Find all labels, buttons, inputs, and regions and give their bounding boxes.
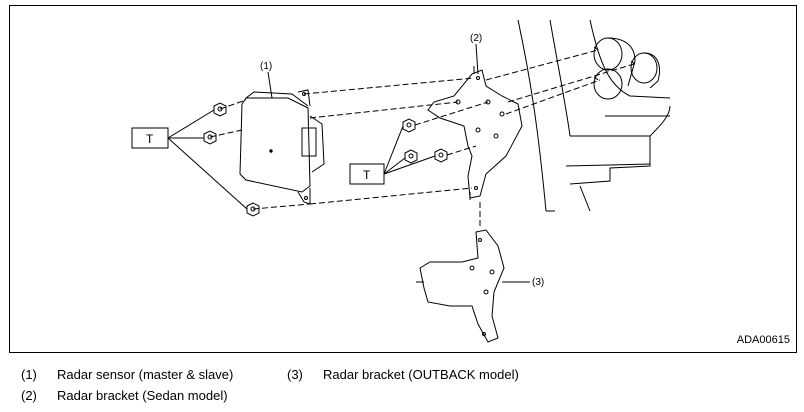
legend-text: Radar bracket (Sedan model)	[57, 388, 228, 403]
legend-number: (1)	[21, 367, 37, 382]
callout-outback-bracket: (3)	[532, 277, 544, 288]
outback-radar-bracket	[416, 229, 505, 343]
callout-sensor: (1)	[260, 61, 272, 72]
vehicle-body-panel	[517, 19, 671, 212]
alignment-lines	[209, 49, 635, 228]
stud-boss-right	[630, 52, 660, 89]
stud-boss-top	[593, 37, 636, 87]
legend-item-3: (3) Radar bracket (OUTBACK model)	[287, 367, 519, 382]
figure-frame: (1) (2) (3) T T ADA00615	[9, 5, 797, 353]
bracket-nut-upper	[402, 118, 416, 133]
torque-label-right: T	[363, 168, 371, 182]
legend-item-2: (2) Radar bracket (Sedan model)	[21, 388, 228, 403]
callout-sedan-bracket: (2)	[470, 33, 482, 44]
torque-box-right	[349, 163, 385, 185]
leader-lines	[167, 43, 530, 283]
exploded-view-drawing: (1) (2) (3) T T	[131, 19, 671, 343]
torque-box-left	[131, 127, 169, 149]
torque-label-left: T	[146, 132, 154, 146]
legend-text: Radar bracket (OUTBACK model)	[323, 367, 519, 382]
sensor-nut-upper	[213, 102, 227, 117]
legend-text: Radar sensor (master & slave)	[57, 367, 234, 382]
sensor-nut-lower	[246, 202, 260, 217]
bracket-nut-lower-left	[404, 149, 418, 164]
sensor-nut-middle	[203, 130, 217, 145]
figure-id: ADA00615	[736, 334, 790, 346]
radar-sensor	[239, 89, 325, 205]
sedan-radar-bracket	[427, 66, 523, 200]
legend-number: (2)	[21, 388, 37, 403]
legend-item-1: (1) Radar sensor (master & slave)	[21, 367, 233, 382]
bracket-nut-lower-right	[434, 148, 448, 163]
legend-number: (3)	[287, 367, 303, 382]
stud-boss-middle	[593, 68, 623, 100]
